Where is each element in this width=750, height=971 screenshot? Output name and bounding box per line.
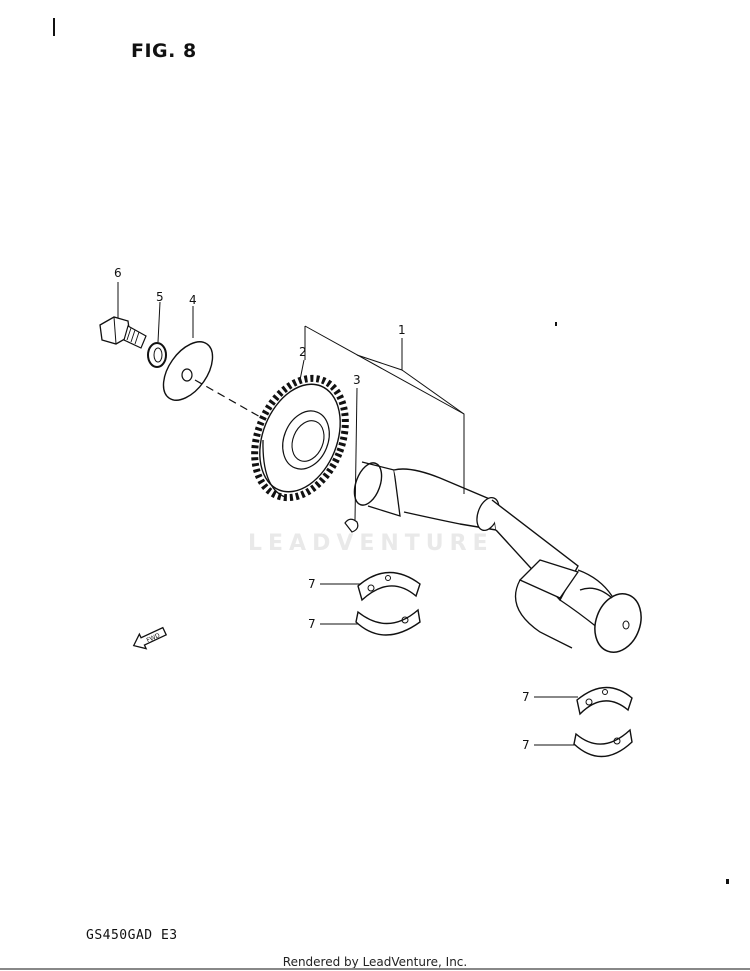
callout-7-a: 7 xyxy=(308,577,316,591)
callout-7-b: 7 xyxy=(308,617,316,631)
bearing-pair-left[interactable] xyxy=(355,571,421,636)
bolt[interactable] xyxy=(99,316,147,349)
balancer-gear[interactable] xyxy=(238,365,362,511)
callout-2: 2 xyxy=(299,345,307,359)
alignment-line xyxy=(194,379,263,419)
woodruff-key[interactable] xyxy=(344,518,359,533)
lock-washer[interactable] xyxy=(147,342,167,368)
callout-7-c: 7 xyxy=(522,690,530,704)
watermark: LEADVENTURE xyxy=(248,531,494,556)
footer-divider xyxy=(0,968,750,970)
callout-4: 4 xyxy=(189,293,197,307)
callout-3: 3 xyxy=(353,373,361,387)
bearing-pair-right[interactable] xyxy=(573,686,633,758)
leader-lines xyxy=(117,282,578,746)
callout-7-d: 7 xyxy=(522,738,530,752)
forward-arrow-icon: FWD xyxy=(132,626,168,650)
callout-1: 1 xyxy=(398,323,406,337)
washer[interactable] xyxy=(154,333,223,409)
model-code: GS450GAD E3 xyxy=(86,928,178,943)
callout-6: 6 xyxy=(114,266,122,280)
callout-5: 5 xyxy=(156,290,164,304)
balancer-shaft[interactable] xyxy=(349,459,649,658)
footer-credit: Rendered by LeadVenture, Inc. xyxy=(282,955,468,969)
figure-title: FIG. 8 xyxy=(131,40,197,62)
scan-specks xyxy=(53,18,729,884)
